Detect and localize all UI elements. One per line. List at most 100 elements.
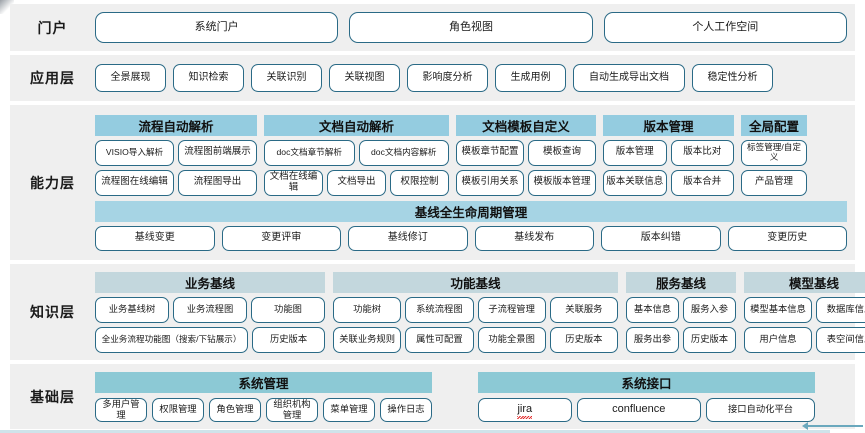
base-item-jira[interactable]: jira: [478, 397, 572, 422]
baseline-item-5[interactable]: 版本纠错: [601, 225, 721, 251]
capability-item[interactable]: 模板章节配置: [456, 139, 524, 166]
capability-item[interactable]: 流程图在线编辑: [95, 169, 174, 196]
application-item-4[interactable]: 关联视图: [329, 64, 400, 92]
pointer-arrow-artifact: [802, 422, 863, 430]
portal-item-2[interactable]: 角色视图: [349, 12, 593, 43]
knowledge-group-header-2: 功能基线: [333, 271, 618, 293]
application-item-6[interactable]: 生成用例: [495, 64, 566, 92]
knowledge-item[interactable]: 表空间信息: [816, 326, 865, 353]
knowledge-item[interactable]: 业务基线树: [95, 296, 169, 323]
base-item[interactable]: 操作日志: [380, 397, 432, 422]
baseline-item-4[interactable]: 基线发布: [474, 225, 594, 251]
capability-item[interactable]: 文档导出: [327, 169, 386, 196]
base-item[interactable]: 权限管理: [152, 397, 204, 422]
application-item-5[interactable]: 影响度分析: [407, 64, 488, 92]
pill-label: VISIO导入解析: [105, 146, 164, 157]
pill-label: 用户信息: [759, 334, 797, 345]
knowledge-item[interactable]: 功能全景图: [477, 326, 546, 353]
knowledge-item[interactable]: 功能图: [251, 296, 325, 323]
knowledge-item[interactable]: 功能树: [333, 296, 402, 323]
pill-label: 文档导出: [337, 176, 376, 188]
pill-label: 产品管理: [754, 176, 793, 188]
pill-label: 稳定性分析: [707, 72, 758, 84]
capability-item[interactable]: 版本管理: [603, 139, 667, 166]
pill-label: 流程图导出: [193, 176, 242, 188]
knowledge-item[interactable]: 模型基本信息: [744, 296, 812, 323]
knowledge-item[interactable]: 业务流程图: [173, 296, 247, 323]
capability-item[interactable]: 文档在线编辑: [264, 169, 323, 196]
layer-label-knowledge: 知识层: [30, 304, 75, 320]
pill-label: 功能图: [274, 304, 302, 315]
application-item-2[interactable]: 知识检索: [173, 64, 244, 92]
capability-item[interactable]: 标签管理/自定义: [741, 139, 807, 166]
baseline-item-3[interactable]: 基线修订: [348, 225, 468, 251]
capability-item[interactable]: 模板查询: [528, 139, 596, 166]
pill-label: 生成用例: [510, 72, 551, 84]
baseline-lifecycle-items: 基线变更 变更评审基线修订 基线发布 版本纠错 变更历史: [95, 225, 847, 251]
pill-label: 基线发布: [514, 232, 555, 244]
knowledge-item[interactable]: 子流程管理: [477, 296, 546, 323]
application-item-1[interactable]: 全景展现: [95, 64, 166, 92]
pill-label: 关联业务规则: [339, 334, 396, 345]
knowledge-item[interactable]: 全业务流程功能图（搜索/下钻展示）: [95, 326, 249, 353]
baseline-item-6[interactable]: 变更历史: [727, 225, 847, 251]
pill-label: 系统门户: [194, 21, 239, 34]
base-item[interactable]: 角色管理: [209, 397, 261, 422]
pill-label: 模型基本信息: [750, 304, 806, 315]
capability-item[interactable]: 权限控制: [390, 169, 449, 196]
application-item-3[interactable]: 关联识别: [251, 64, 322, 92]
capability-item[interactable]: 产品管理: [741, 169, 807, 196]
capability-item[interactable]: doc文档章节解析: [264, 139, 355, 166]
capability-item[interactable]: VISIO导入解析: [95, 139, 174, 166]
knowledge-item[interactable]: 服务入参: [683, 296, 736, 323]
knowledge-item[interactable]: 关联服务: [549, 296, 618, 323]
base-item[interactable]: 多用户管理: [95, 397, 147, 422]
capability-item[interactable]: 模板引用关系: [456, 169, 524, 196]
pill-label: 变更历史: [767, 232, 808, 244]
knowledge-group-2: 功能基线功能树 系统流程图 子流程管理关联服务关联业务规则属性可配置功能全景图历史版…: [333, 271, 618, 353]
knowledge-item[interactable]: 历史版本: [549, 326, 618, 353]
knowledge-item[interactable]: 属性可配置: [405, 326, 474, 353]
pill-label: 系统流程图: [416, 304, 463, 315]
knowledge-item[interactable]: 关联业务规则: [333, 326, 402, 353]
knowledge-group-grid: 业务基线业务基线树业务流程图功能图全业务流程功能图（搜索/下钻展示）历史版本功能…: [95, 271, 865, 353]
capability-item[interactable]: doc文档内容解析: [358, 139, 449, 166]
bottom-edge-artifact: [0, 430, 830, 433]
knowledge-item[interactable]: 系统流程图: [405, 296, 474, 323]
portal-item-3[interactable]: 个人工作空间: [603, 12, 847, 43]
layer-body-knowledge: 业务基线业务基线树业务流程图功能图全业务流程功能图（搜索/下钻展示）历史版本功能…: [95, 271, 865, 353]
baseline-item-2[interactable]: 变更评审: [221, 225, 341, 251]
capability-item[interactable]: 流程图前端展示: [178, 139, 257, 166]
knowledge-group-3-row-2: 服务出参历史版本: [626, 326, 736, 353]
portal-item-1[interactable]: 系统门户: [95, 12, 339, 43]
knowledge-item[interactable]: 历史版本: [252, 326, 325, 353]
knowledge-group-4-row-2: 用户信息 表空间信息: [744, 326, 865, 353]
application-item-strip: 全景展现知识检索关联识别关联视图影响度分析 生成用例 自动生成导出文档 稳定性分析: [95, 64, 847, 92]
base-item-confluence[interactable]: confluence: [576, 397, 701, 422]
knowledge-item[interactable]: 基本信息: [626, 296, 679, 323]
pill-label: 基线变更: [134, 232, 175, 244]
base-item[interactable]: 接口自动化平台: [706, 397, 815, 422]
pill-label: 业务基线树: [108, 304, 156, 315]
baseline-item-1[interactable]: 基线变更: [95, 225, 215, 251]
capability-item[interactable]: 版本合并: [670, 169, 734, 196]
application-item-7[interactable]: 自动生成导出文档: [573, 64, 685, 92]
capability-item[interactable]: 流程图导出: [178, 169, 257, 196]
base-item[interactable]: 组织机构管理: [266, 397, 318, 422]
pill-label: 自动生成导出文档: [589, 72, 669, 84]
knowledge-item[interactable]: 用户信息: [744, 326, 812, 353]
capability-group-3: 文档模板自定义模板章节配置模板查询模板引用关系模板版本管理: [456, 114, 596, 196]
knowledge-item[interactable]: 数据库信息: [816, 296, 865, 323]
capability-item[interactable]: 模板版本管理: [528, 169, 596, 196]
knowledge-item[interactable]: 历史版本: [683, 326, 736, 353]
base-item[interactable]: 菜单管理: [323, 397, 375, 422]
capability-item[interactable]: 版本比对: [670, 139, 734, 166]
capability-item[interactable]: 版本关联信息: [603, 169, 667, 196]
application-item-8[interactable]: 稳定性分析: [692, 64, 773, 92]
pill-label: 流程图前端展示: [184, 146, 251, 158]
knowledge-item[interactable]: 服务出参: [626, 326, 679, 353]
